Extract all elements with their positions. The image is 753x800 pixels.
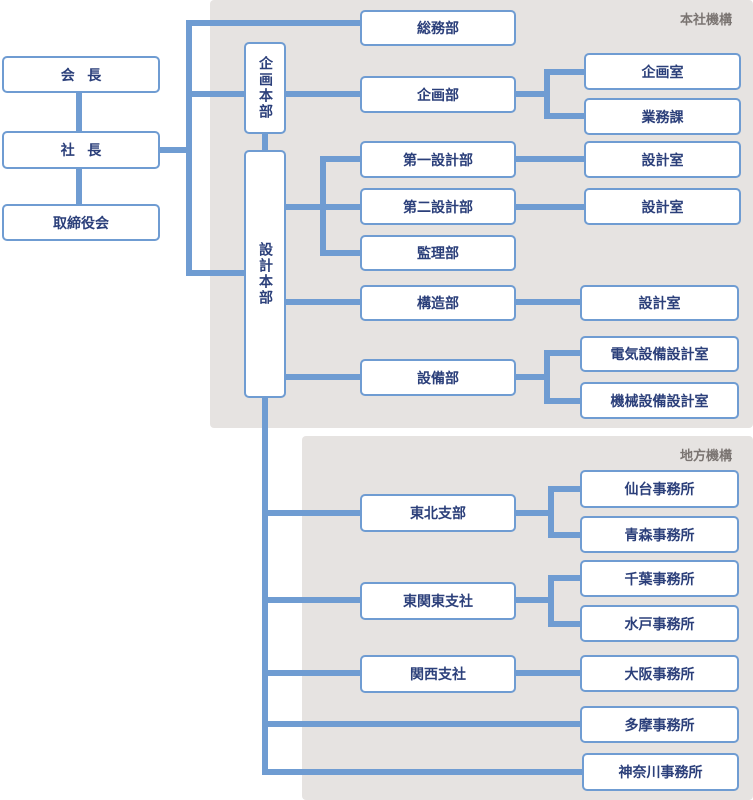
connector-chairman-president <box>76 93 82 131</box>
connector-equipment-fork-vertical <box>544 350 550 404</box>
connector-to-kanagawa-office <box>262 769 582 775</box>
mechanical-equipment-office-box[interactable]: 機械設備設計室 <box>580 382 739 419</box>
supervision-dept-box[interactable]: 監理部 <box>360 235 516 271</box>
planning-dept-box[interactable]: 企画部 <box>360 76 516 113</box>
connector-planning-dept-fork <box>516 91 550 97</box>
connector-structure-office <box>516 299 580 305</box>
connector-to-planning-office <box>544 69 584 75</box>
mito-office-box[interactable]: 水戸事務所 <box>580 605 739 642</box>
connector-to-general-affairs <box>186 20 360 26</box>
regional-region-label: 地方機構 <box>680 449 733 464</box>
connector-regional-trunk <box>262 398 268 775</box>
board-of-directors-box[interactable]: 取締役会 <box>2 204 160 241</box>
osaka-office-box[interactable]: 大阪事務所 <box>580 655 739 692</box>
design-dept-2-box[interactable]: 第二設計部 <box>360 188 516 225</box>
connector-kanto-fork <box>516 597 554 603</box>
connector-president-board <box>76 169 82 204</box>
connector-tohoku-fork-vertical <box>548 486 554 538</box>
kanto-branch-box[interactable]: 東関東支社 <box>360 582 516 620</box>
connector-equipment-dept-fork <box>516 374 550 380</box>
structure-office-box[interactable]: 設計室 <box>580 285 739 321</box>
connector-kansai-osaka <box>516 670 580 676</box>
connector-planning-division-dept <box>286 91 360 97</box>
connector-main-trunk <box>186 20 192 276</box>
connector-to-supervision-dept <box>320 250 360 256</box>
chairman-box[interactable]: 会長 <box>2 56 160 93</box>
headquarters-region-label: 本社機構 <box>680 13 733 28</box>
connector-tohoku-fork <box>516 510 554 516</box>
connector-to-mito-office <box>548 621 580 627</box>
connector-to-design-dept-1 <box>320 156 360 162</box>
connector-president-trunk <box>160 147 192 153</box>
sendai-office-box[interactable]: 仙台事務所 <box>580 470 739 508</box>
connector-to-kansai-branch <box>262 670 360 676</box>
connector-to-kanto-branch <box>262 597 360 603</box>
electrical-equipment-office-box[interactable]: 電気設備設計室 <box>580 336 739 372</box>
connector-to-design-dept-2 <box>320 204 360 210</box>
aomori-office-box[interactable]: 青森事務所 <box>580 516 739 553</box>
connector-planning-fork-vertical <box>544 69 550 119</box>
planning-office-box[interactable]: 企画室 <box>584 53 741 90</box>
tohoku-branch-box[interactable]: 東北支部 <box>360 494 516 532</box>
business-section-box[interactable]: 業務課 <box>584 98 741 135</box>
design-dept-1-office-box[interactable]: 設計室 <box>584 141 741 178</box>
equipment-dept-box[interactable]: 設備部 <box>360 359 516 396</box>
tama-office-box[interactable]: 多摩事務所 <box>580 706 739 743</box>
connector-to-equipment-dept <box>286 374 360 380</box>
connector-to-tohoku-branch <box>262 510 360 516</box>
design-dept-1-box[interactable]: 第一設計部 <box>360 141 516 178</box>
connector-to-sendai-office <box>548 486 580 492</box>
connector-to-aomori-office <box>548 532 580 538</box>
connector-to-chiba-office <box>548 575 580 581</box>
structure-dept-box[interactable]: 構造部 <box>360 285 516 321</box>
connector-to-electrical-office <box>544 350 580 356</box>
connector-planning-division-design-division <box>262 134 268 150</box>
connector-to-planning-division <box>186 91 244 97</box>
connector-to-structure-dept <box>286 299 360 305</box>
design-dept-2-office-box[interactable]: 設計室 <box>584 188 741 225</box>
kansai-branch-box[interactable]: 関西支社 <box>360 655 516 693</box>
connector-to-business-section <box>544 113 584 119</box>
president-box[interactable]: 社長 <box>2 131 160 169</box>
connector-design-division-to-fork <box>286 204 326 210</box>
connector-design-dept-2-office <box>516 204 584 210</box>
connector-to-mechanical-office <box>544 398 580 404</box>
general-affairs-dept-box[interactable]: 総務部 <box>360 10 516 46</box>
connector-kanto-fork-vertical <box>548 575 554 627</box>
chiba-office-box[interactable]: 千葉事務所 <box>580 560 739 597</box>
connector-to-tama-office <box>262 721 582 727</box>
connector-design-dept-1-office <box>516 156 584 162</box>
connector-to-design-division <box>186 270 244 276</box>
kanagawa-office-box[interactable]: 神奈川事務所 <box>582 753 739 791</box>
planning-division-box[interactable]: 企画本部 <box>244 42 286 134</box>
design-division-box[interactable]: 設計本部 <box>244 150 286 398</box>
